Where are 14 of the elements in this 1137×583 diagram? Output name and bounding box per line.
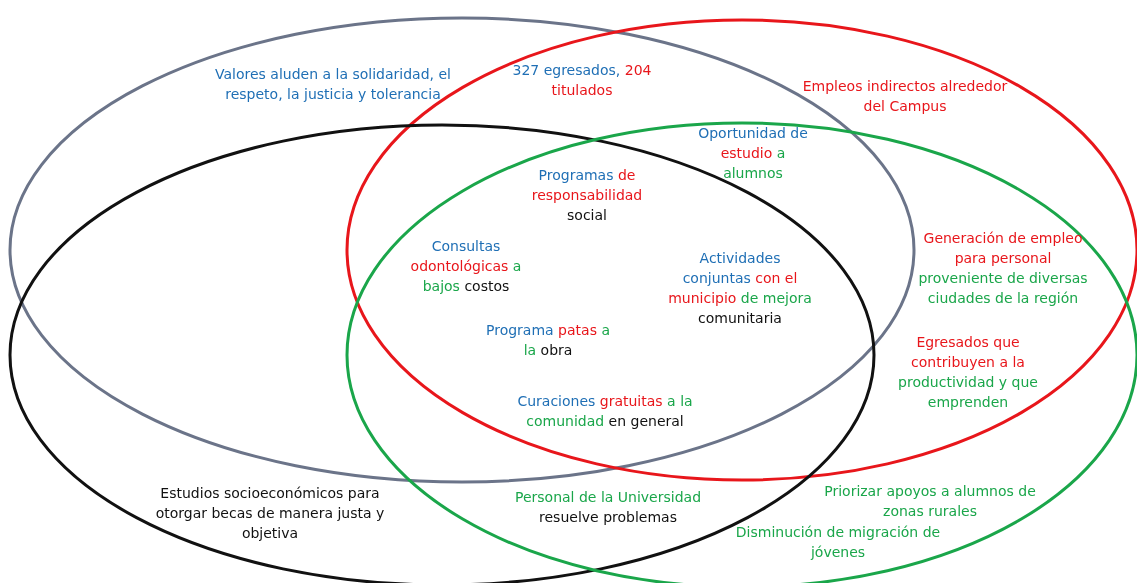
set-text: Estudios socioeconómicos para otorgar becas de manera justa y objetiva: [154, 484, 386, 543]
set-text: Programa patas a la obra: [485, 321, 611, 360]
set-text: Actividades conjuntas con el municipio de mejora comunitaria: [667, 249, 813, 328]
set-text: 327 egresados, 204 titulados: [511, 61, 653, 100]
set-text: Consultas odontológicas a bajos costos: [409, 237, 523, 296]
set-text: Empleos indirectos alrededor del Campus: [801, 77, 1009, 116]
set-text: Disminución de migración de jóvenes: [734, 523, 942, 562]
set-text: Personal de la Universidad resuelve problemas: [513, 488, 702, 527]
set-text: Oportunidad de estudio a alumnos: [697, 124, 809, 183]
set-text: Curaciones gratuitas a la comunidad en general: [516, 392, 694, 431]
set-text: Programas de responsabilidad social: [530, 166, 644, 225]
set-text: Egresados que contribuyen a la productividad y que emprenden: [897, 333, 1039, 412]
set-text: Generación de empleo para personal proveniente de diversas ciudades de la región: [917, 229, 1089, 308]
set-text: Valores aluden a la solidaridad, el respeto, la justicia y tolerancia: [214, 65, 452, 104]
